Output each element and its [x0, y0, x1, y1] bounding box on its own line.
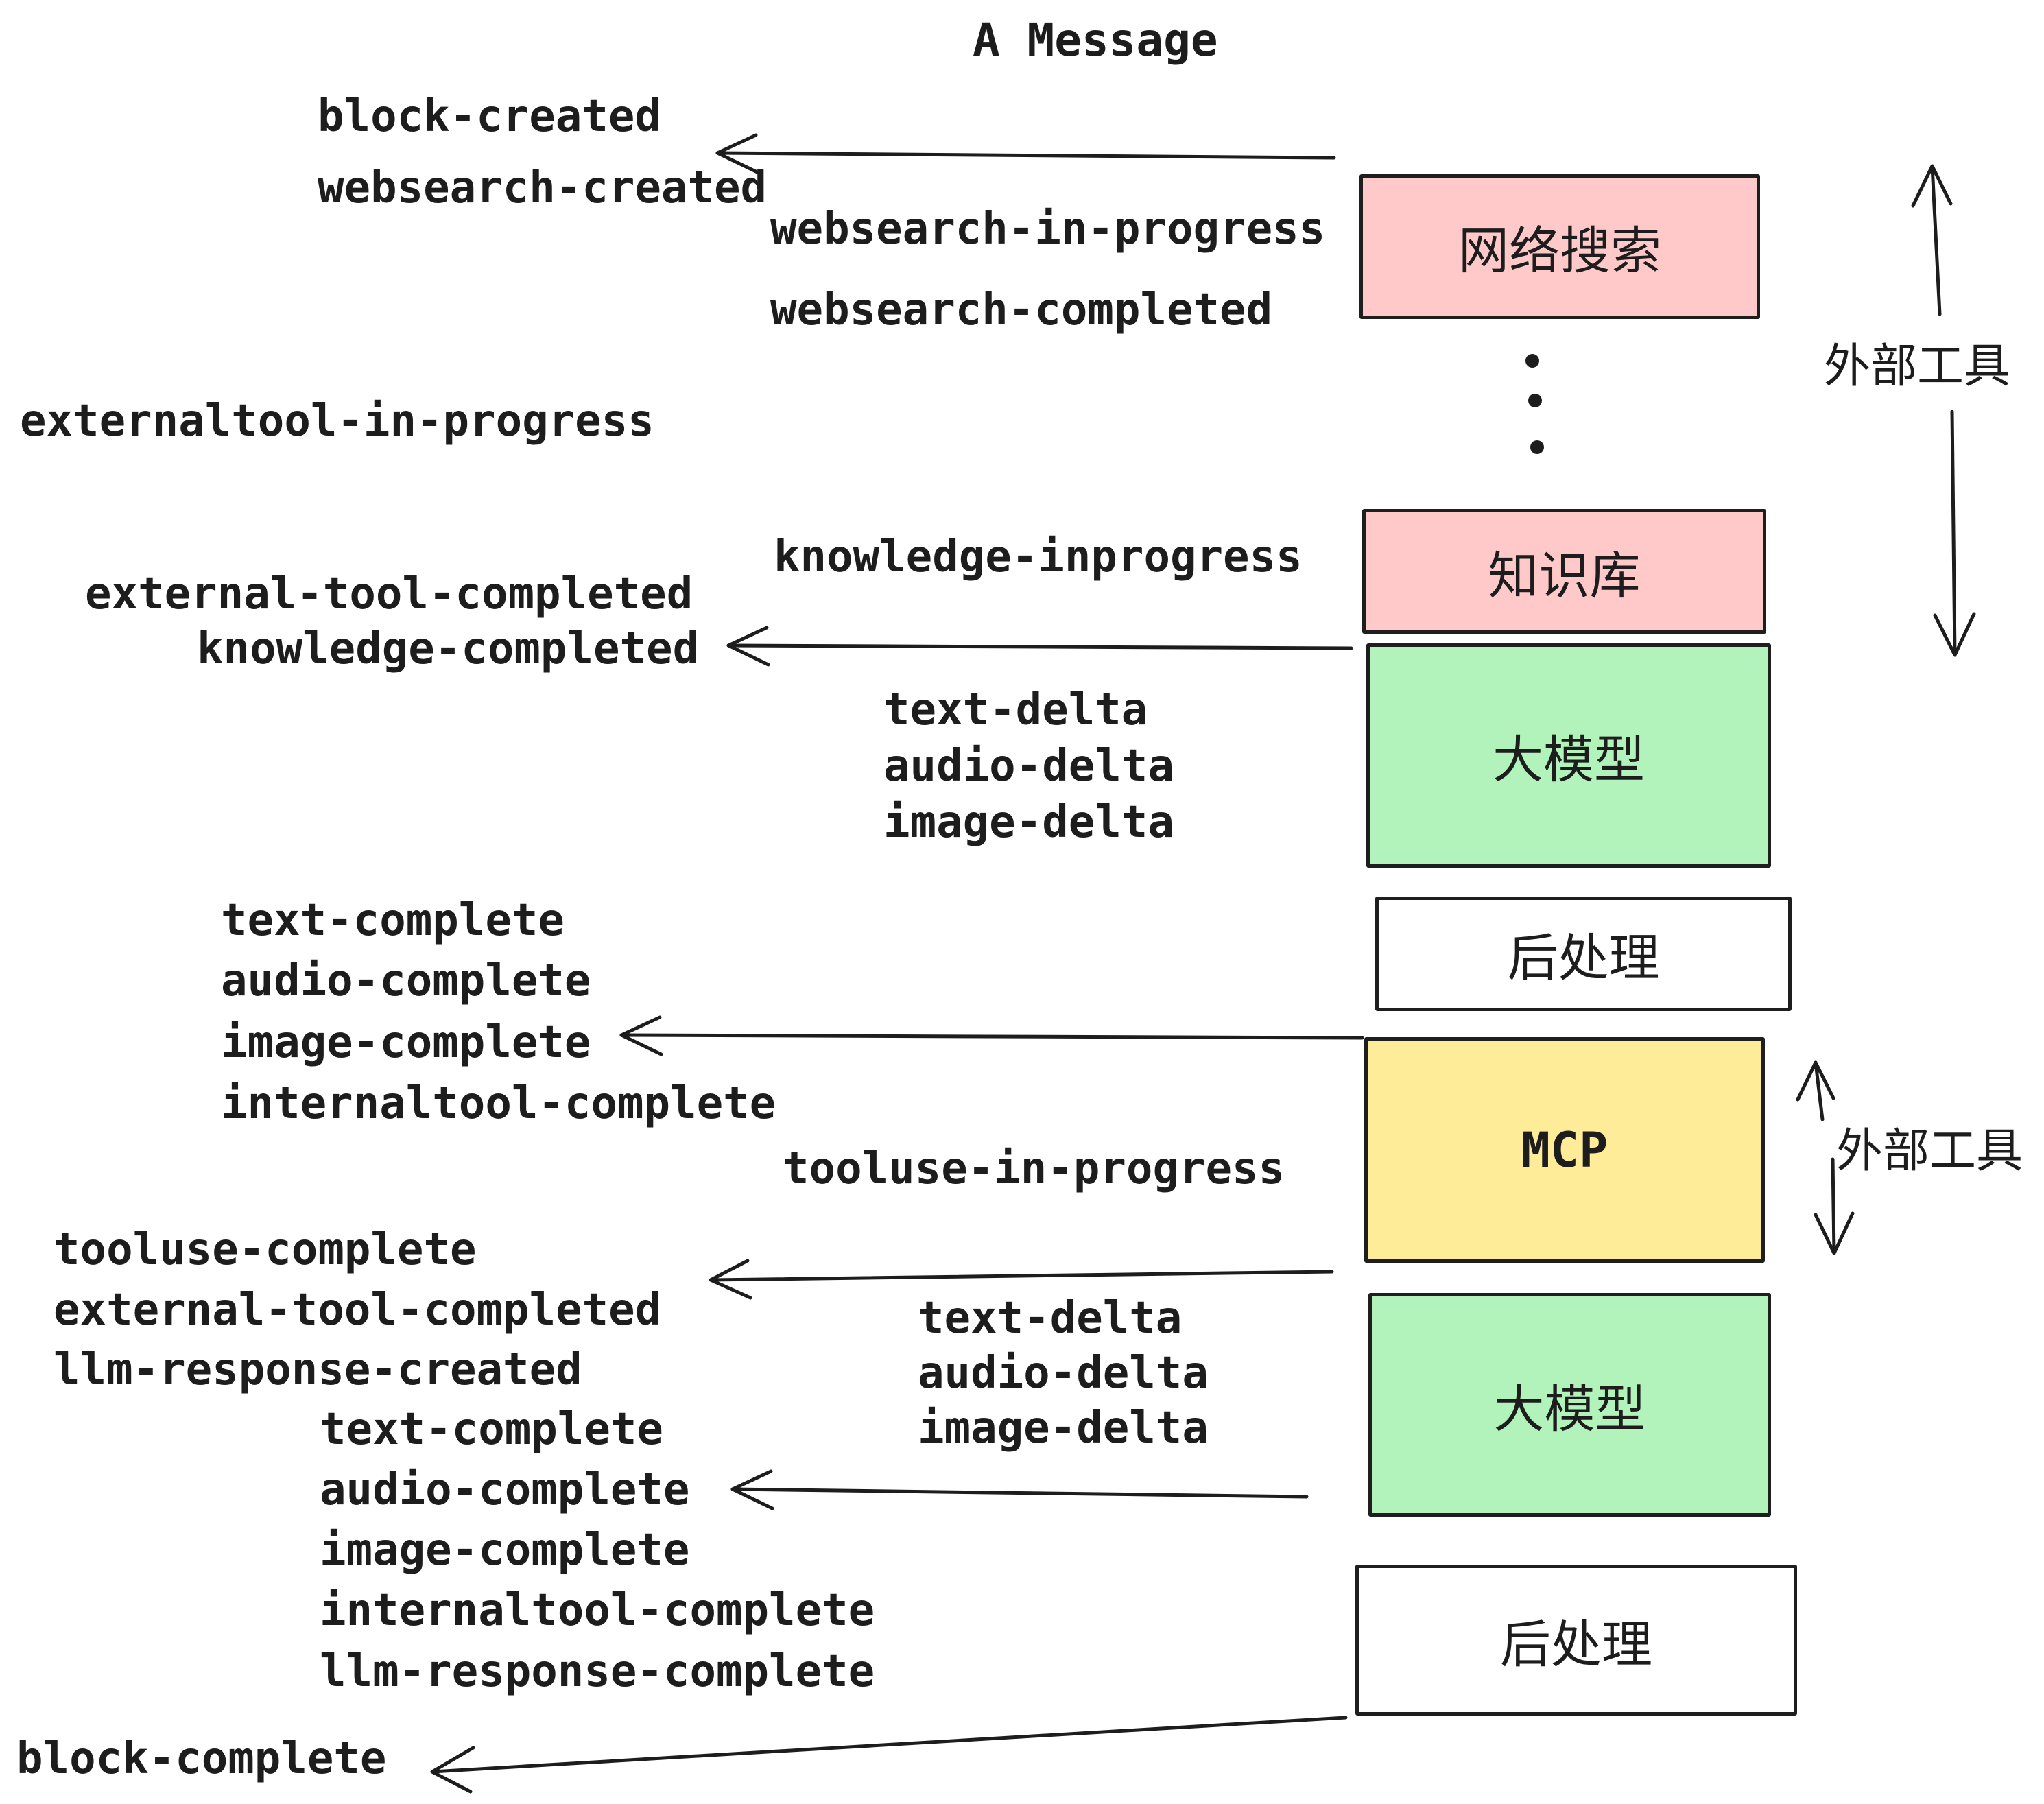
external-tools-label-1: 外部工具 [1824, 340, 2011, 394]
box-mcp: MCP [1364, 1037, 1765, 1263]
event-label-llm-response-complete: llm-response-complete [320, 1646, 875, 1697]
external-tools-up-arrow-1 [1911, 164, 1953, 316]
box-websearch-label: 网络搜索 [1458, 222, 1661, 281]
event-label-websearch-completed: websearch-completed [770, 285, 1273, 335]
box-llm-2: 大模型 [1368, 1293, 1771, 1517]
event-label-text-complete-1: text-complete [221, 895, 565, 946]
event-label-internaltool-complete-2: internaltool-complete [320, 1585, 875, 1636]
box-websearch: 网络搜索 [1359, 174, 1760, 319]
box-knowledge: 知识库 [1362, 509, 1766, 634]
arrow-to-websearch-created [715, 133, 1336, 174]
event-label-audio-complete-1: audio-complete [221, 956, 591, 1006]
event-label-llm-response-created: llm-response-created [54, 1344, 582, 1395]
event-label-knowledge-completed: knowledge-completed [197, 624, 700, 674]
external-tools-label-2: 外部工具 [1836, 1124, 2023, 1178]
page-title: A Message [973, 14, 1218, 67]
event-label-image-delta-1: image-delta [883, 797, 1174, 848]
box-postprocess-2: 后处理 [1355, 1565, 1797, 1716]
box-llm-2-label: 大模型 [1493, 1379, 1646, 1439]
box-mcp-label: MCP [1521, 1121, 1608, 1178]
event-label-image-complete-1: image-complete [221, 1017, 591, 1068]
event-label-block-complete: block-complete [16, 1733, 387, 1784]
event-label-block-created: block-created [318, 91, 661, 142]
box-postprocess-1: 后处理 [1375, 897, 1792, 1011]
arrow-to-knowledge-completed [726, 626, 1353, 667]
event-label-text-delta-1: text-delta [883, 685, 1148, 735]
box-postprocess-1-label: 后处理 [1507, 929, 1660, 988]
arrow-to-image-complete [619, 1015, 1364, 1056]
event-label-websearch-created: websearch-created [318, 163, 768, 213]
box-postprocess-2-label: 后处理 [1500, 1615, 1652, 1674]
event-label-externaltool-in-progress: externaltool-in-progress [20, 396, 654, 447]
event-label-knowledge-inprogress: knowledge-inprogress [774, 532, 1303, 582]
event-label-external-tool-completed-1: external-tool-completed [85, 569, 693, 619]
event-label-audio-delta-1: audio-delta [883, 741, 1174, 792]
event-label-internaltool-complete-1: internaltool-complete [221, 1078, 776, 1129]
external-tools-down-arrow-1 [1933, 410, 1976, 657]
event-label-audio-delta-2: audio-delta [918, 1348, 1209, 1399]
ellipsis-dots [1525, 354, 1544, 454]
box-llm-1-label: 大模型 [1493, 731, 1645, 790]
event-label-image-complete-2: image-complete [320, 1525, 690, 1576]
event-label-tooluse-in-progress: tooluse-in-progress [783, 1143, 1285, 1194]
event-label-audio-complete-2: audio-complete [320, 1464, 690, 1515]
event-label-text-complete-2: text-complete [320, 1404, 663, 1455]
arrow-to-block-complete [430, 1716, 1348, 1794]
external-tools-up-arrow-2 [1796, 1060, 1835, 1121]
event-label-tooluse-complete: tooluse-complete [54, 1224, 477, 1275]
box-knowledge-label: 知识库 [1488, 546, 1641, 606]
event-label-external-tool-completed-2: external-tool-completed [54, 1285, 662, 1336]
event-label-websearch-in-progress: websearch-in-progress [770, 204, 1326, 254]
arrow-to-audio-complete [730, 1469, 1309, 1510]
arrow-to-tooluse-complete [709, 1259, 1334, 1300]
event-label-image-delta-2: image-delta [918, 1403, 1209, 1453]
event-label-text-delta-2: text-delta [918, 1293, 1183, 1344]
box-llm-1: 大模型 [1366, 643, 1771, 868]
